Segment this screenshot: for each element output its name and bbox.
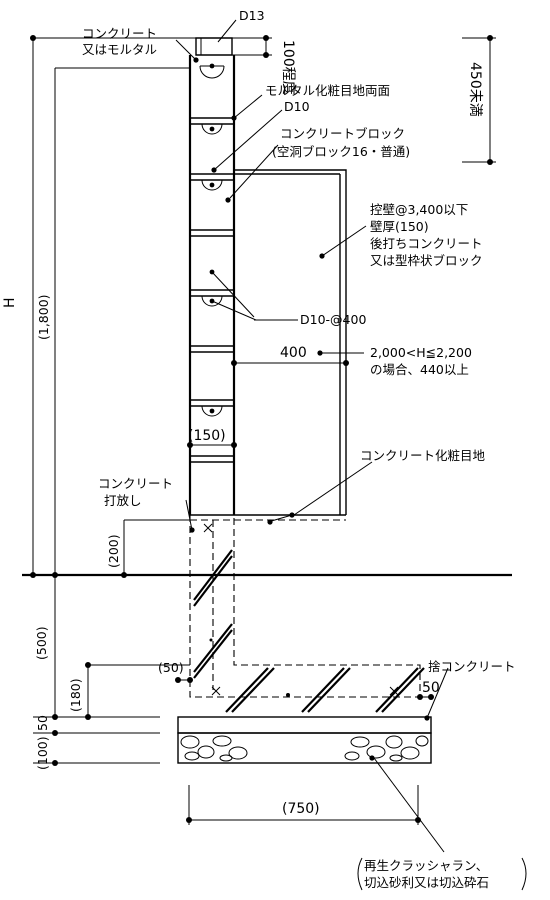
label-concrete-block-2: (空洞ブロック16・普通): [272, 144, 410, 159]
label-dim-400: 400: [280, 345, 307, 361]
label-concrete-joint: コンクリート化粧目地: [360, 448, 486, 463]
leader-lines: [175, 19, 449, 853]
label-lean-concrete: 捨コンクリート: [428, 659, 516, 674]
dimension-lines: [30, 35, 496, 825]
label-dim-50b: 50: [422, 680, 440, 696]
label-concrete-mortar-1: コンクリート: [82, 26, 157, 41]
label-buttress-3: 後打ちコンクリート: [370, 236, 483, 251]
label-d13: D13: [239, 8, 265, 23]
label-h: H: [2, 297, 18, 308]
label-exposed-1: コンクリート: [98, 476, 173, 491]
label-d10: D10: [284, 99, 310, 114]
foundation: [189, 515, 425, 713]
label-d10-pitch: D10-@400: [300, 312, 366, 327]
label-dim-150: (150): [188, 428, 226, 444]
label-dim-500: (500): [34, 626, 49, 660]
label-dim-50c: 50: [35, 715, 50, 731]
label-h-value: (1,800): [36, 294, 51, 340]
label-concrete-mortar-2: 又はモルタル: [82, 42, 157, 57]
label-dim-750: (750): [282, 801, 320, 817]
label-cond-1: 2,000<H≦2,200: [370, 345, 472, 360]
block-wall: [188, 37, 346, 516]
label-buttress-4: 又は型枠状ブロック: [370, 253, 483, 268]
label-under-450: 450未満: [467, 62, 483, 117]
label-crusher-2: 切込砂利又は切込砕石: [364, 875, 489, 890]
label-buttress-2: 壁厚(150): [370, 219, 429, 234]
crusher-close-paren: [521, 857, 527, 891]
label-dim-180: (180): [68, 678, 83, 712]
label-buttress-1: 控壁@3,400以下: [370, 202, 468, 217]
label-concrete-block-1: コンクリートブロック: [280, 126, 405, 141]
label-dim-50a: (50): [158, 660, 184, 675]
crusher-open-paren: [357, 857, 363, 891]
buttress: [234, 169, 347, 515]
label-dim-200: (200): [106, 534, 121, 568]
label-cond-2: の場合、440以上: [370, 362, 469, 377]
leader-dots: [189, 57, 430, 761]
annotations: D13 コンクリート 又はモルタル 100程度 450未満 モルタル化粧目地両面…: [2, 8, 527, 891]
label-approx-100: 100程度: [280, 40, 296, 95]
label-crusher-1: 再生クラッシャラン、: [364, 858, 488, 873]
label-dim-100: (100): [35, 736, 50, 770]
lean-concrete: [177, 716, 432, 734]
crushed-stone-bed: [177, 732, 432, 764]
label-exposed-2: 打放し: [104, 493, 142, 508]
label-mortar-joint: モルタル化粧目地両面: [265, 83, 390, 98]
